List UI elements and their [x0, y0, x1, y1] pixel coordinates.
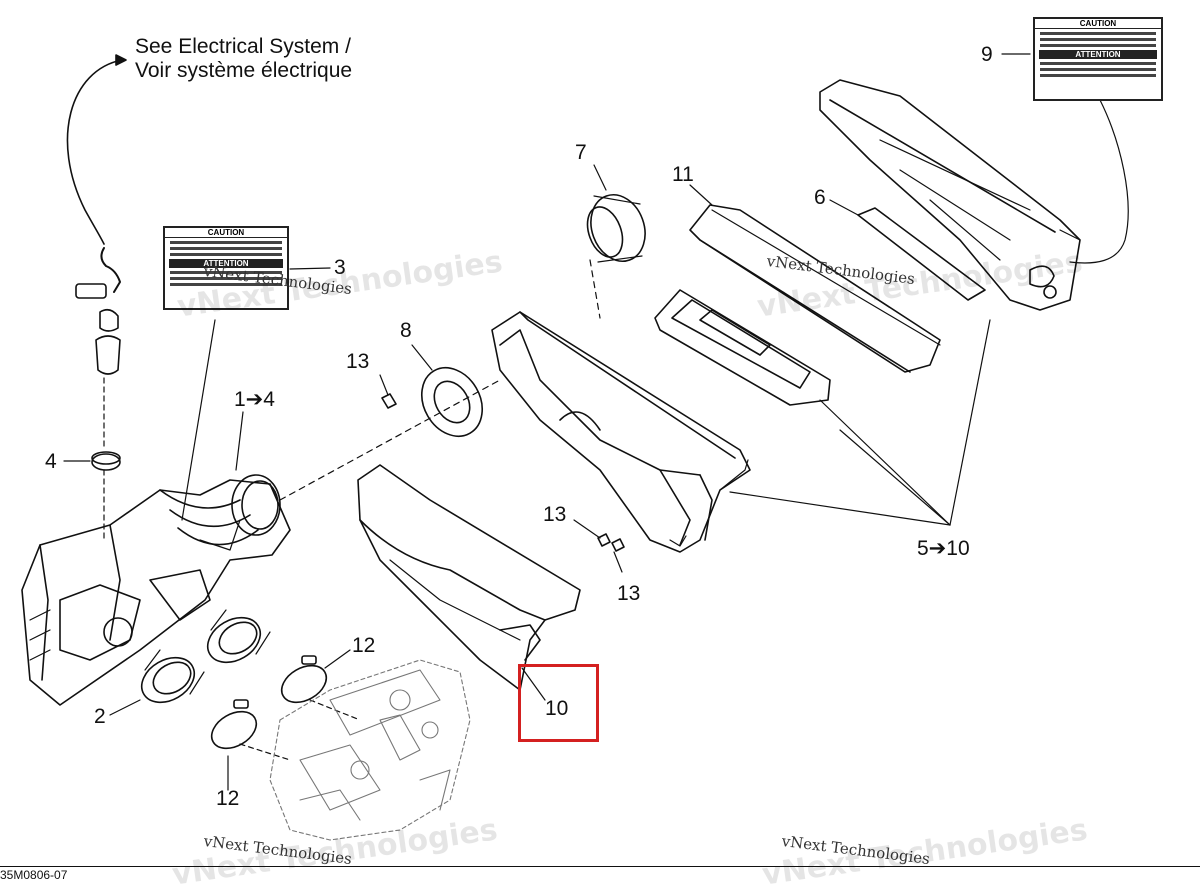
- callout-12-right: 12: [352, 634, 376, 657]
- callout-5-10: 5➔10: [917, 537, 970, 560]
- engine-outline: [269, 659, 471, 841]
- top-cover: [819, 79, 1081, 311]
- callout-10: 10: [545, 697, 569, 720]
- airbox-base: [21, 474, 291, 706]
- note-line-1: See Electrical System /: [135, 35, 351, 58]
- attention-heading-9: ATTENTION: [1039, 50, 1157, 59]
- caution-heading-9: CAUTION: [1035, 19, 1161, 29]
- seal-ring-part-8: [421, 367, 483, 437]
- arrow-head: [115, 54, 127, 66]
- bottom-rule: [0, 866, 1200, 867]
- gasket-plate: [654, 289, 831, 406]
- highlight-box-part-10: [518, 664, 599, 742]
- callout-12-bottom: 12: [216, 787, 240, 810]
- attention-heading: ATTENTION: [169, 259, 283, 268]
- callout-11: 11: [672, 163, 694, 186]
- strip-part-6: [829, 199, 986, 301]
- callout-2: 2: [94, 705, 106, 728]
- grommet-part-4: [91, 453, 121, 471]
- caution-label-part-9: CAUTION ATTENTION: [1033, 17, 1163, 101]
- callout-13-top: 13: [346, 350, 370, 373]
- callout-8: 8: [400, 319, 412, 342]
- note-line-2: Voir système électrique: [135, 59, 353, 82]
- callout-13-middle: 13: [543, 503, 567, 526]
- intake-silencer-part-10: [357, 464, 581, 701]
- electrical-reference-arrow: [66, 59, 123, 245]
- screw-part-13-top: [379, 374, 397, 409]
- clamp-part-12-a: [210, 699, 258, 791]
- callout-9: 9: [981, 43, 993, 66]
- sleeve-part-2-b: [206, 609, 271, 664]
- document-id: 35M0806-07: [0, 868, 68, 882]
- filter-housing: [491, 311, 751, 553]
- callout-3: 3: [334, 256, 346, 279]
- callout-7: 7: [575, 141, 587, 164]
- filter-cover-part-11: [689, 184, 941, 373]
- callout-13-lower: 13: [617, 582, 641, 605]
- callout-1-4: 1➔4: [234, 388, 275, 411]
- caution-heading: CAUTION: [165, 228, 287, 238]
- clamp-part-12-b: [280, 649, 351, 704]
- adaptor-part-7: [586, 164, 646, 263]
- connector-hose: [100, 247, 121, 293]
- sleeve-part-2-a: [140, 649, 205, 704]
- electrical-system-note: See Electrical System / Voir système éle…: [135, 35, 352, 83]
- caution-label-part-3: CAUTION ATTENTION: [163, 226, 289, 310]
- callout-4: 4: [45, 450, 57, 473]
- callout-6: 6: [814, 186, 826, 209]
- screws-part-13-middle: [573, 519, 625, 573]
